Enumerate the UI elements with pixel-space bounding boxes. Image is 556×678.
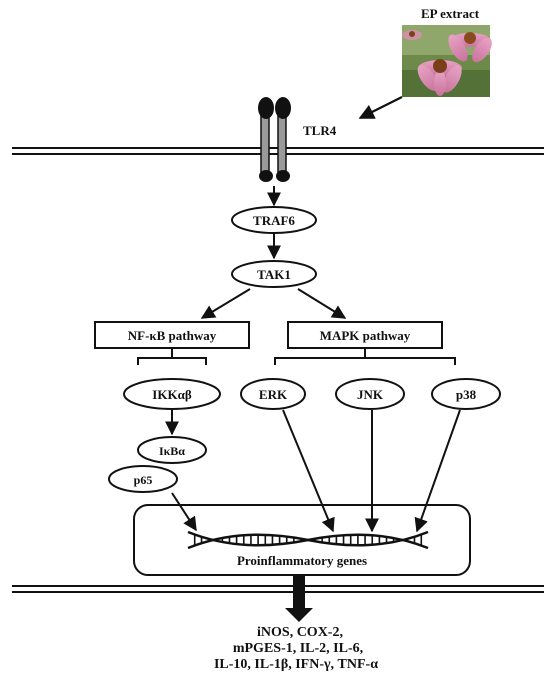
output-line-2: mPGES-1, IL-2, IL-6, [233,641,363,656]
p65-node [108,465,178,493]
nfkb-pathway-box [94,321,250,349]
traf6-label: TRAF6 [253,213,295,228]
nfkb-bracket [137,349,207,365]
tak1-to-nfkb-arrow [200,288,251,319]
p38-label: p38 [456,387,477,402]
dna-helix-icon [187,530,429,550]
nfkb-pathway-label: NF-κB pathway [128,328,217,343]
mapk-pathway-box [287,321,443,349]
output-line-3: IL-10, IL-1β, IFN-γ, TNF-α [214,657,378,672]
traf6-node [231,206,317,234]
jnk-label: JNK [357,387,384,402]
tak1-node [231,260,317,288]
erk-label: ERK [259,387,288,402]
ikba-label: IκBα [159,444,185,458]
output-line-1: iNOS, COX-2, [257,625,343,640]
nuclear-membrane [12,585,544,593]
ikk-node [123,378,221,410]
erk-to-genes-arrow [282,409,335,533]
ikk-label: IKKαβ [152,387,192,402]
mapk-bracket [274,349,456,365]
echinacea-flower-image [402,25,492,97]
p65-label: p65 [134,473,153,487]
ep-extract-label: EP extract [421,6,480,21]
proinflammatory-genes-label: Proinflammatory genes [237,553,367,568]
erk-node [240,378,306,410]
tlr4-label: TLR4 [303,123,337,138]
p65-to-genes-arrow [171,492,197,532]
tlr4-receptor-icon [258,97,291,182]
ikba-node [137,436,207,464]
output-arrow [285,576,313,622]
mapk-pathway-label: MAPK pathway [320,328,411,343]
extract-to-tlr4-arrow [358,96,403,119]
tak1-to-mapk-arrow [297,288,347,319]
jnk-node [335,378,405,410]
p38-to-genes-arrow [414,409,461,533]
p38-node [431,378,501,410]
tak1-label: TAK1 [257,267,291,282]
